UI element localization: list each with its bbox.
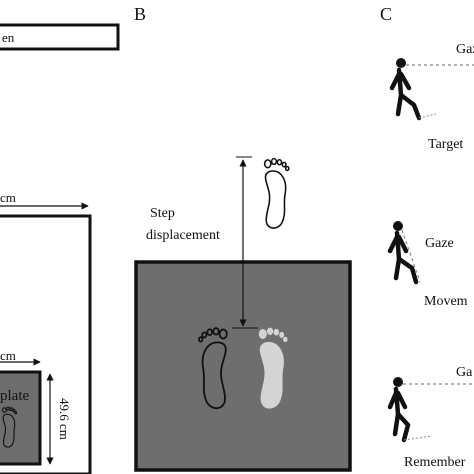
head-icon <box>393 221 403 231</box>
row1-caption: Target <box>428 137 463 152</box>
panel-c-letter: C <box>380 4 392 24</box>
walker-body-3 <box>387 386 411 443</box>
screen-box <box>0 23 120 51</box>
panel-b-letter: B <box>134 4 146 24</box>
walker-body-1 <box>389 67 422 121</box>
row1-gaze-label: Gaz <box>456 42 474 57</box>
gaze-line-2 <box>401 229 421 283</box>
target-line-3 <box>403 435 433 441</box>
walker-row-2: Gaze Movem <box>387 221 468 309</box>
row2-caption: Movem <box>424 294 468 309</box>
force-plate <box>0 370 42 466</box>
walker-row-3: Ga Remember <box>387 365 474 470</box>
panel-b: B Step displacement <box>134 4 352 472</box>
step-label-line2: displacement <box>146 228 220 243</box>
outer-width-label: cm <box>0 190 16 205</box>
panel-c: C Gaz Target Gaze Movem Ga Remember <box>380 4 474 470</box>
plate-label: plate <box>0 388 29 404</box>
inner-width-label: cm <box>0 348 16 363</box>
screen-label: en <box>2 30 15 45</box>
panel-a: en cm cm plate 49.6 cm <box>0 23 120 474</box>
step-label-line1: Step <box>150 206 175 221</box>
row2-gaze-label: Gaze <box>425 236 454 251</box>
head-icon <box>396 58 406 68</box>
walker-row-1: Gaz Target <box>389 42 474 152</box>
row3-gaze-label: Ga <box>456 365 473 380</box>
height-label: 49.6 cm <box>57 398 72 440</box>
target-line-1 <box>418 113 437 119</box>
row3-caption: Remember <box>404 455 466 470</box>
target-footprint-icon <box>263 157 290 229</box>
head-icon <box>393 377 403 387</box>
walker-body-2 <box>387 230 419 285</box>
